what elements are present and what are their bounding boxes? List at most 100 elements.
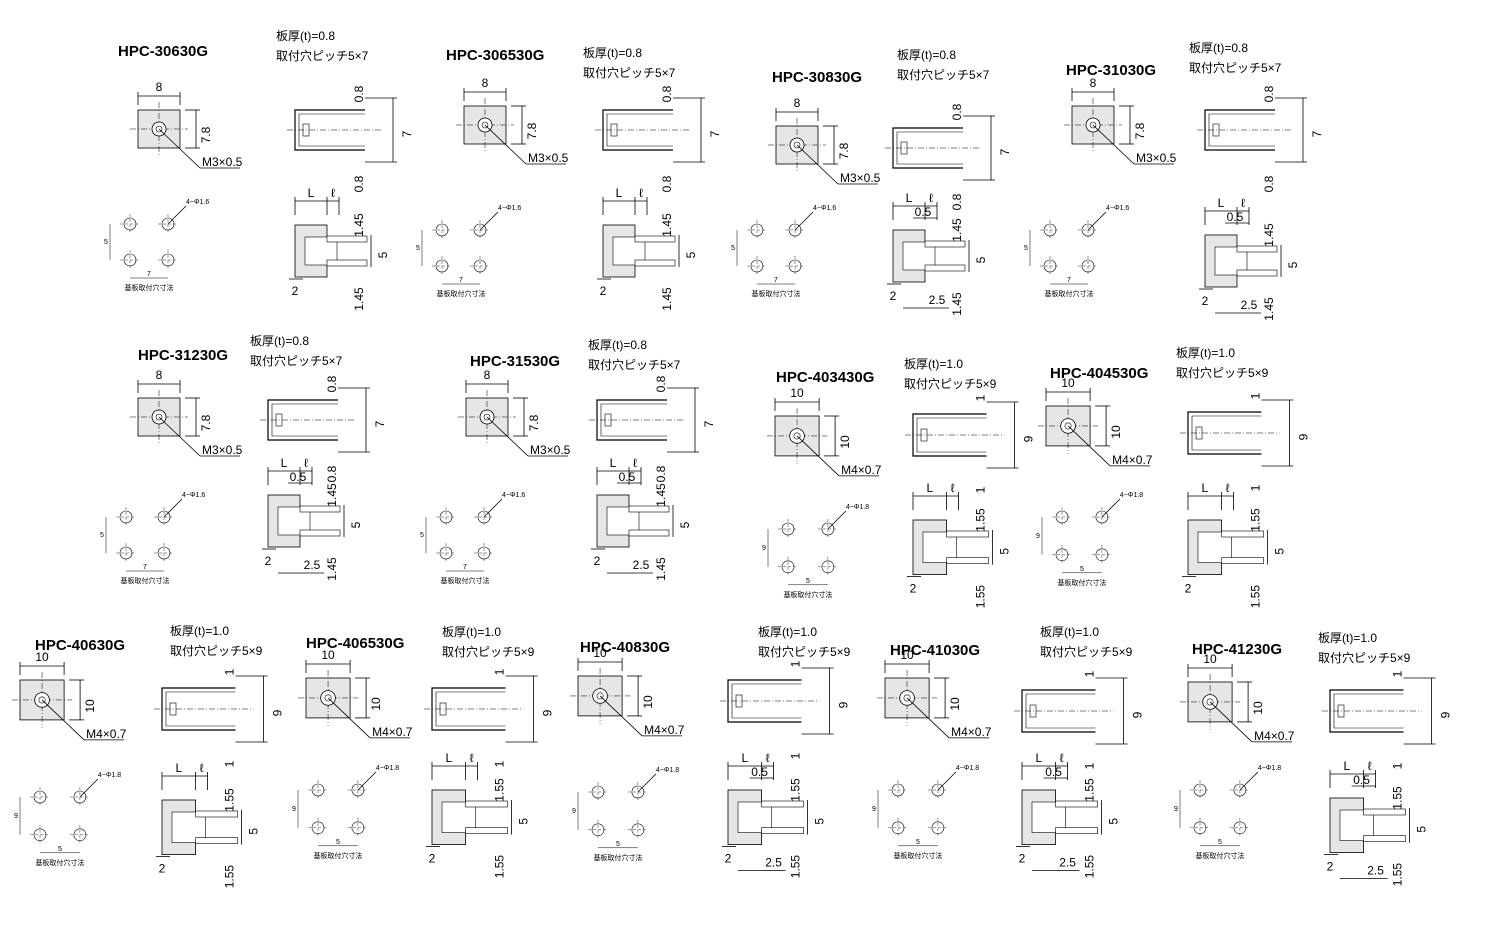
body-width-dim: 10 [790,386,804,400]
frame-view: 191 [1014,670,1145,769]
pcb-label: 基板取付穴寸法 [593,853,642,862]
pin [1221,557,1264,564]
frame-view: 0.870.8 [589,375,716,482]
frame-view: 191 [424,668,555,767]
body-height-dim: 10 [838,435,852,449]
body-height-dim: 10 [948,697,962,711]
leader-line [796,144,839,185]
pin [1055,827,1098,834]
pcb-hole-spec: 4−Φ1.8 [1120,492,1143,499]
body-height-dim: 7.8 [199,414,213,431]
pcb-vertical-dim: 9 [572,808,576,815]
pin [1236,245,1278,253]
frame-thickness-top: 0.8 [1262,85,1276,102]
thread-hole-inner [1089,121,1097,129]
pcb-vertical-dim: 9 [1174,806,1178,813]
body-width-dim: 8 [1090,76,1097,90]
thread-spec: M4×0.7 [1112,453,1153,467]
sheet-thickness-note: 板厚(t)=1.0 [904,357,963,371]
thread-hole-inner [793,141,801,149]
pin [761,800,804,808]
pin [634,235,676,243]
pcb-horizontal-dim: 7 [1067,277,1071,284]
pin [195,810,238,818]
leader-line [1101,498,1121,518]
pin-offset-top: 1.55 [789,778,803,802]
length-L-label: L [1201,481,1208,495]
gap-dim: 2.5 [1241,298,1258,312]
length-L-label: L [906,191,913,205]
frame-thickness-top: 0.8 [325,375,339,392]
pin-pitch-dim: 5 [813,818,827,825]
pin [628,505,670,513]
pcb-label: 基板取付穴寸法 [893,851,942,860]
length-l-label: ℓ [929,191,933,205]
pcb-hole-spec: 4−Φ1.8 [376,765,399,772]
pcb-horizontal-dim: 7 [147,271,151,278]
frame-view: 191 [1322,670,1453,769]
pcb-hole-spec: 4−Φ1.6 [182,492,205,499]
product-title: HPC-41230G [1192,641,1282,658]
foot-dim: 2 [1019,852,1026,866]
thread-hole-inner [481,121,489,129]
thread-hole-inner [483,413,491,421]
pin [946,530,989,538]
offset-dim: 0.5 [1045,765,1062,779]
pcb-label: 基板取付穴寸法 [437,289,486,298]
leader-line [357,771,377,791]
leader-line [483,498,503,518]
frame-thickness-bottom: 0.8 [660,175,674,192]
product-title: HPC-30830G [772,69,862,86]
sheet-thickness-note: 板厚(t)=1.0 [1318,631,1377,645]
pin-offset-bottom: 1.55 [493,855,507,879]
leader-line [158,128,201,169]
pin-pitch-dim: 5 [998,548,1012,555]
thread-spec: M3×0.5 [530,443,571,457]
pcb-hole-spec: 4−Φ1.6 [813,205,836,212]
frame-pitch-dim: 7 [708,130,722,137]
frame-thickness-top: 0.8 [950,103,964,120]
pin [946,557,989,564]
hole-pitch-note: 取付穴ピッチ5×7 [588,357,681,372]
product-hpc-40630g: HPC-40630G板厚(t)=1.0取付穴ピッチ5×91010M4×0.719… [12,624,285,888]
pcb-label: 基板取付穴寸法 [35,858,84,867]
thread-hole-inner [155,125,163,133]
pin [1236,269,1278,277]
body-width-dim: 10 [321,648,335,662]
product-hpc-403430g: HPC-403430G板厚(t)=1.0取付穴ピッチ5×91010M4×0.71… [762,357,1036,608]
product-title: HPC-404530G [1050,365,1148,382]
length-L-label: L [926,481,933,495]
foot-dim: 2 [890,289,897,303]
frame-thickness-top: 1 [1249,392,1263,399]
pin-offset-top: 1.45 [1262,223,1276,247]
length-l-label: ℓ [470,751,474,765]
frame-thickness-top: 0.8 [660,85,674,102]
frame-thickness-top: 1 [789,660,803,667]
body-height-dim: 10 [641,695,655,709]
sheet-thickness-note: 板厚(t)=1.0 [170,624,229,638]
pcb-horizontal-dim: 7 [143,564,147,571]
frame-view: 0.870.8 [287,85,414,192]
pcb-vertical-dim: 5 [731,245,735,252]
pin-offset-top: 1.55 [493,778,507,802]
pin [924,264,966,272]
length-l-label: ℓ [633,456,637,470]
length-L-label: L [741,751,748,765]
pcb-vertical-dim: 9 [1036,533,1040,540]
product-title: HPC-31530G [470,353,560,370]
foot-dim: 2 [265,554,272,568]
product-title: HPC-30630G [118,43,208,60]
leader-line [794,211,814,231]
sheet-thickness-note: 板厚(t)=1.0 [442,625,501,639]
